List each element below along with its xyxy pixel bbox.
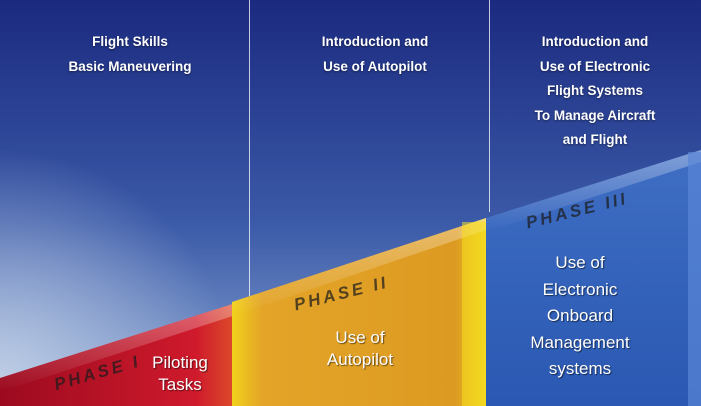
heading-line: To Manage Aircraft — [534, 107, 656, 123]
column-divider — [489, 0, 490, 212]
task-line: Autopilot — [326, 350, 394, 369]
phase-3-tasks: Use of Electronic Onboard Management sys… — [500, 250, 660, 383]
phase-2-top-face — [232, 218, 486, 316]
heading-line: Use of Electronic — [539, 58, 651, 74]
task-line: Electronic — [542, 279, 618, 299]
task-line: Management — [530, 332, 630, 352]
phase-1-heading: Flight Skills Basic Maneuvering — [30, 30, 230, 79]
phase-3-top-face — [486, 150, 701, 232]
task-line: Piloting — [152, 353, 208, 372]
task-line: Use of — [335, 328, 385, 347]
task-line: systems — [548, 359, 612, 378]
phase-3-right-edge — [688, 152, 701, 406]
column-divider — [249, 0, 250, 296]
task-line: Use of — [555, 253, 605, 272]
heading-line: Introduction and — [321, 34, 429, 49]
heading-line: Introduction and — [541, 34, 649, 49]
phase-2-tasks: Use of Autopilot — [295, 327, 425, 371]
phase-3-heading: Introduction and Use of Electronic Fligh… — [495, 30, 695, 153]
heading-line: Flight Systems — [546, 83, 644, 98]
task-line: Onboard — [546, 306, 614, 325]
heading-line: Use of Autopilot — [323, 58, 427, 74]
phase-1-top-face — [0, 300, 245, 392]
phase-2-block — [232, 218, 486, 406]
heading-line: Flight Skills — [92, 34, 168, 49]
task-line: Tasks — [158, 375, 202, 394]
phase-2-edge-glow — [462, 222, 486, 406]
heading-line: and Flight — [562, 132, 628, 147]
heading-line: Basic Maneuvering — [68, 58, 192, 74]
phase-2-heading: Introduction and Use of Autopilot — [275, 30, 475, 79]
phase-1-tasks: Piloting Tasks — [130, 352, 230, 396]
